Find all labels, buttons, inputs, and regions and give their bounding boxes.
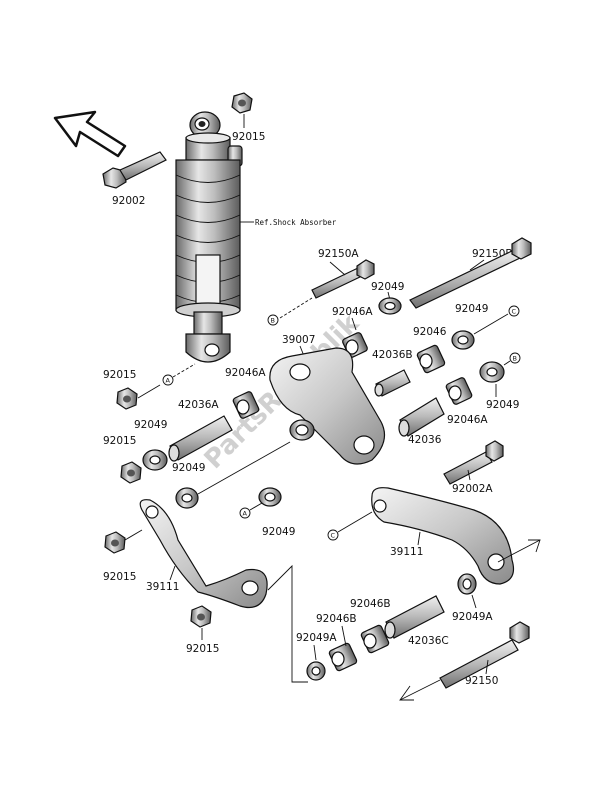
rocker-39007 (269, 347, 386, 465)
label-42036B: 42036B (372, 349, 413, 361)
label-92015-low: 92015 (103, 435, 136, 447)
callout-c-low: C (327, 529, 339, 541)
seal-92049-b (451, 330, 475, 350)
label-92049-f: 92049 (262, 526, 295, 538)
svg-text:C: C (512, 308, 517, 316)
label-92049-e: 92049 (172, 462, 205, 474)
nut-92015-low (120, 461, 142, 484)
label-92150: 92150 (465, 675, 498, 687)
label-92049-b: 92049 (455, 303, 488, 315)
label-92049-a: 92049 (371, 281, 404, 293)
label-42036C: 42036C (408, 635, 449, 647)
label-ref-shock-absorber: Ref.Shock Absorber (255, 218, 337, 227)
sleeve-42036A (168, 415, 233, 462)
seal-92049-d (142, 449, 168, 471)
sleeve-42036 (398, 397, 445, 437)
svg-text:A: A (243, 510, 248, 518)
label-92015-last: 92015 (186, 643, 219, 655)
label-92046A-c: 92046A (225, 367, 266, 379)
seal-92049-a (378, 297, 402, 315)
bearing-92046A-b (445, 377, 473, 405)
sleeve-42036B (374, 369, 411, 397)
callout-c-top: C (508, 305, 520, 317)
label-92046A-b: 92046A (447, 414, 488, 426)
link-39111-left (139, 499, 268, 609)
svg-text:A: A (166, 377, 171, 385)
bolt-92150B (409, 237, 532, 309)
nut-92015-last (190, 605, 212, 628)
label-39007: 39007 (282, 334, 315, 346)
seal-92049-c (479, 361, 505, 383)
bearing-92046A-c (232, 391, 260, 419)
bearing-92046B-b (328, 642, 358, 672)
label-92150A: 92150A (318, 248, 359, 260)
label-92015-mid: 92015 (103, 369, 136, 381)
sleeve-42036C (384, 595, 445, 639)
callout-a-mid: A (239, 507, 251, 519)
nut-92015-top (231, 92, 253, 114)
label-42036: 42036 (408, 434, 442, 446)
bolt-92150A (311, 259, 375, 299)
link-39111-right (371, 487, 515, 585)
callout-b-left: B (267, 314, 279, 326)
label-92046A-a: 92046A (332, 306, 373, 318)
label-92015-bot: 92015 (103, 571, 136, 583)
callout-b-right: B (509, 352, 521, 364)
bearing-92046A-a (342, 332, 368, 358)
label-92049-c: 92049 (486, 399, 519, 411)
label-92046: 92046 (413, 326, 447, 338)
seal-92049-f (258, 487, 282, 507)
front-direction-arrow (53, 110, 127, 158)
label-42036A: 42036A (178, 399, 219, 411)
bearing-92046B-a (360, 624, 390, 654)
bolt-92002A (443, 440, 504, 485)
shock-absorber (175, 111, 243, 363)
nut-92015-bot (104, 531, 126, 554)
nut-92015-mid (116, 387, 138, 410)
svg-text:B: B (271, 317, 275, 325)
svg-text:C: C (331, 532, 336, 540)
label-92049-d: 92049 (134, 419, 167, 431)
label-39111-left: 39111 (146, 581, 179, 593)
label-39111-right: 39111 (390, 546, 423, 558)
svg-text:B: B (513, 355, 517, 363)
seal-92049A-a (457, 573, 477, 595)
bearing-92046 (416, 344, 446, 374)
label-92046B-b: 92046B (316, 613, 357, 625)
label-92015-top: 92015 (232, 131, 265, 143)
label-92046B-a: 92046B (350, 598, 391, 610)
seal-92049-e (175, 487, 199, 509)
seal-92049A-b (306, 661, 326, 681)
label-92002: 92002 (112, 195, 145, 207)
bolt-92150 (439, 621, 530, 689)
bolt-92002 (102, 151, 167, 189)
label-92049A-b: 92049A (296, 632, 337, 644)
label-92002A: 92002A (452, 483, 493, 495)
label-92049A-a: 92049A (452, 611, 493, 623)
callout-a-top: A (162, 374, 174, 386)
